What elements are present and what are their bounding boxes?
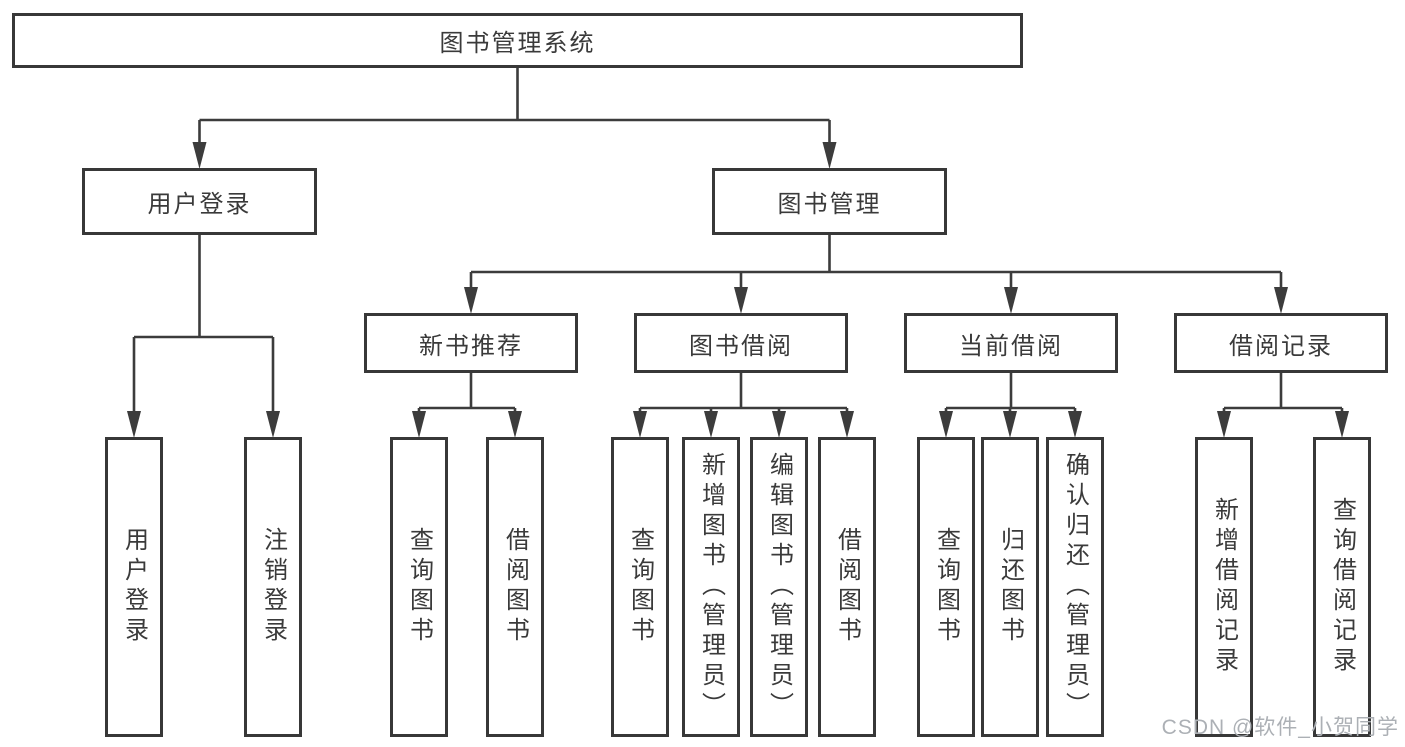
node-bb-borrow-books: 借阅图书: [818, 437, 876, 737]
node-label-leaf-user-login: 用户登录: [120, 527, 148, 647]
node-label-bb-query-books: 查询图书: [626, 527, 654, 647]
node-label-bb-borrow-books: 借阅图书: [833, 527, 861, 647]
node-label-cb-return-books: 归还图书: [996, 527, 1024, 647]
node-label-book-mgmt-branch: 图书管理: [777, 191, 882, 218]
arrowhead-nbr-query-books: [412, 411, 426, 438]
connector-borrow-records: [1222, 373, 1344, 415]
node-label-nbr-query-books: 查询图书: [405, 527, 433, 647]
node-borrow-records: 借阅记录: [1174, 313, 1388, 373]
node-user-login-branch: 用户登录: [82, 168, 317, 235]
node-cb-return-books: 归还图书: [981, 437, 1039, 737]
watermark: CSDN @软件_小贺同学: [1161, 716, 1399, 739]
node-label-br-query-record: 查询借阅记录: [1328, 497, 1356, 677]
arrowhead-bb-borrow-books: [840, 411, 854, 438]
arrowhead-current-borrow: [1004, 287, 1018, 314]
node-label-user-login-branch: 用户登录: [147, 191, 252, 218]
arrowhead-leaf-logout: [266, 411, 280, 438]
node-bb-add-books: 新增图书（管理员）: [682, 437, 740, 737]
node-label-current-borrow: 当前借阅: [959, 332, 1063, 360]
node-br-query-record: 查询借阅记录: [1313, 437, 1371, 737]
node-nbr-borrow-books: 借阅图书: [486, 437, 544, 737]
node-nbr-query-books: 查询图书: [390, 437, 448, 737]
node-label-cb-query-books: 查询图书: [932, 527, 960, 647]
node-bb-query-books: 查询图书: [611, 437, 669, 737]
connector-book-borrow: [638, 373, 849, 415]
arrowhead-bb-query-books: [633, 411, 647, 438]
node-cb-confirm-return: 确认归还（管理员）: [1046, 437, 1104, 737]
arrowhead-book-mgmt-branch: [822, 142, 837, 169]
node-book-mgmt-branch: 图书管理: [712, 168, 947, 235]
arrowhead-nbr-borrow-books: [508, 411, 522, 438]
arrowhead-new-book-rec: [464, 287, 478, 314]
node-label-new-book-rec: 新书推荐: [419, 332, 523, 360]
node-root: 图书管理系统: [12, 13, 1023, 68]
arrowhead-leaf-user-login: [127, 411, 141, 438]
arrowhead-bb-edit-books: [772, 411, 786, 438]
node-cb-query-books: 查询图书: [917, 437, 975, 737]
node-leaf-user-login: 用户登录: [105, 437, 163, 737]
node-leaf-logout: 注销登录: [244, 437, 302, 737]
connector-new-book-rec: [417, 373, 517, 415]
connector-user-login-branch: [132, 235, 275, 415]
arrowhead-br-add-record: [1217, 411, 1231, 438]
node-label-nbr-borrow-books: 借阅图书: [501, 527, 529, 647]
node-br-add-record: 新增借阅记录: [1195, 437, 1253, 737]
node-label-root: 图书管理系统: [439, 30, 596, 57]
arrowhead-user-login-branch: [192, 142, 207, 169]
arrowhead-cb-return-books: [1003, 411, 1017, 438]
node-new-book-rec: 新书推荐: [364, 313, 578, 373]
connector-current-borrow: [944, 373, 1077, 415]
arrowhead-cb-confirm-return: [1068, 411, 1082, 438]
node-label-bb-add-books: 新增图书（管理员）: [697, 452, 725, 722]
arrowhead-bb-add-books: [704, 411, 718, 438]
node-label-borrow-records: 借阅记录: [1229, 332, 1333, 360]
node-current-borrow: 当前借阅: [904, 313, 1118, 373]
node-label-bb-edit-books: 编辑图书（管理员）: [765, 452, 793, 722]
arrowhead-book-borrow: [734, 287, 748, 314]
node-bb-edit-books: 编辑图书（管理员）: [750, 437, 808, 737]
node-label-cb-confirm-return: 确认归还（管理员）: [1061, 452, 1089, 722]
arrowhead-cb-query-books: [939, 411, 953, 438]
node-book-borrow: 图书借阅: [634, 313, 848, 373]
connector-root: [198, 68, 831, 146]
connector-book-mgmt-branch: [469, 235, 1283, 291]
arrowhead-borrow-records: [1274, 287, 1288, 314]
arrowhead-br-query-record: [1335, 411, 1349, 438]
node-label-book-borrow: 图书借阅: [689, 332, 793, 360]
node-label-leaf-logout: 注销登录: [259, 527, 287, 647]
node-label-br-add-record: 新增借阅记录: [1210, 497, 1238, 677]
